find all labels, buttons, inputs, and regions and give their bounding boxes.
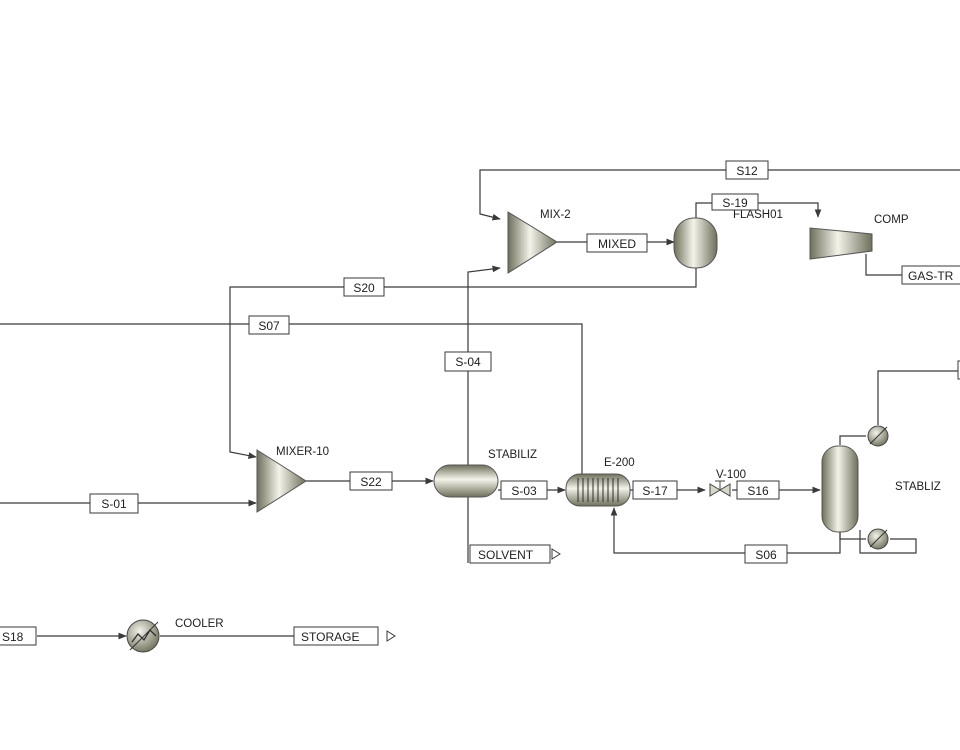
e200-label: E-200 [604, 457, 635, 469]
stream-label-gas-tr[interactable]: GAS-TR [901, 265, 960, 285]
condenser-loop [839, 435, 866, 445]
comp-label: COMP [874, 214, 909, 226]
svg-text:S06: S06 [755, 548, 777, 562]
stream-label-top-outlet[interactable] [957, 360, 960, 380]
mix2-mixer-icon[interactable] [507, 211, 558, 274]
stream-line-s04[interactable] [467, 265, 501, 465]
stream-label-s04[interactable]: S-04 [444, 351, 492, 372]
reboiler-loop [839, 530, 917, 554]
stream-label-s19[interactable]: S-19 [711, 193, 759, 211]
cooler-icon[interactable] [126, 619, 160, 653]
svg-text:GAS-TR: GAS-TR [908, 269, 954, 283]
mix2-label: MIX-2 [540, 209, 571, 221]
stream-label-s20[interactable]: S20 [343, 277, 385, 297]
storage-outlet-arrow-icon [386, 630, 396, 642]
e200-heat-exchanger-icon[interactable] [565, 473, 631, 507]
svg-text:S-19: S-19 [722, 196, 748, 210]
stream-label-s07[interactable]: S07 [248, 315, 290, 335]
stream-label-s03[interactable]: S-03 [500, 480, 548, 500]
flash01-drum-icon[interactable] [673, 217, 718, 269]
stabiliz-label: STABILIZ [488, 449, 537, 461]
stream-line-s20[interactable] [229, 268, 697, 459]
stream-line-s06[interactable] [610, 507, 841, 554]
stream-label-s18[interactable]: S18 [0, 626, 37, 646]
svg-text:S22: S22 [360, 475, 382, 489]
stream-label-s12[interactable]: S12 [725, 160, 769, 180]
svg-text:S-03: S-03 [511, 484, 537, 498]
reboiler-icon[interactable] [867, 528, 889, 550]
svg-text:S-01: S-01 [101, 497, 127, 511]
stream-label-mixed[interactable]: MIXED [586, 233, 648, 253]
svg-text:S16: S16 [747, 484, 769, 498]
mixer10-label: MIXER-10 [276, 446, 329, 458]
stream-line-s12[interactable] [479, 169, 960, 221]
stabliz-column-icon[interactable] [821, 445, 859, 533]
svg-text:S-17: S-17 [642, 484, 668, 498]
stream-label-solvent[interactable]: SOLVENT [469, 544, 561, 564]
stabliz-column-label: STABLIZ [895, 481, 941, 493]
stream-label-s22[interactable]: S22 [349, 471, 393, 491]
mixer10-mixer-icon[interactable] [256, 449, 307, 513]
solvent-outlet-arrow-icon [551, 548, 561, 560]
stream-label-storage[interactable]: STORAGE [293, 626, 396, 646]
svg-text:S20: S20 [353, 281, 375, 295]
v100-valve-icon[interactable] [709, 480, 731, 497]
stream-label-s16[interactable]: S16 [736, 480, 780, 500]
svg-text:S07: S07 [258, 319, 280, 333]
svg-text:MIXED: MIXED [598, 237, 636, 251]
svg-text:S12: S12 [736, 164, 758, 178]
svg-text:S-04: S-04 [455, 355, 481, 369]
stream-line-s07[interactable] [0, 323, 583, 488]
svg-text:SOLVENT: SOLVENT [478, 548, 534, 562]
stream-label-s06[interactable]: S06 [744, 544, 788, 564]
condenser-icon[interactable] [867, 425, 889, 447]
v100-label: V-100 [716, 469, 746, 481]
stream-label-s17[interactable]: S-17 [632, 480, 678, 500]
compressor-icon[interactable] [809, 227, 873, 260]
svg-text:S18: S18 [2, 630, 24, 644]
svg-text:STORAGE: STORAGE [301, 630, 359, 644]
stabiliz-vessel-icon[interactable] [433, 464, 499, 498]
stream-label-s01[interactable]: S-01 [89, 493, 139, 514]
cooler-label: COOLER [175, 618, 224, 630]
stream-line-top-outlet[interactable] [877, 370, 960, 425]
flash01-label: FLASH01 [733, 209, 783, 221]
